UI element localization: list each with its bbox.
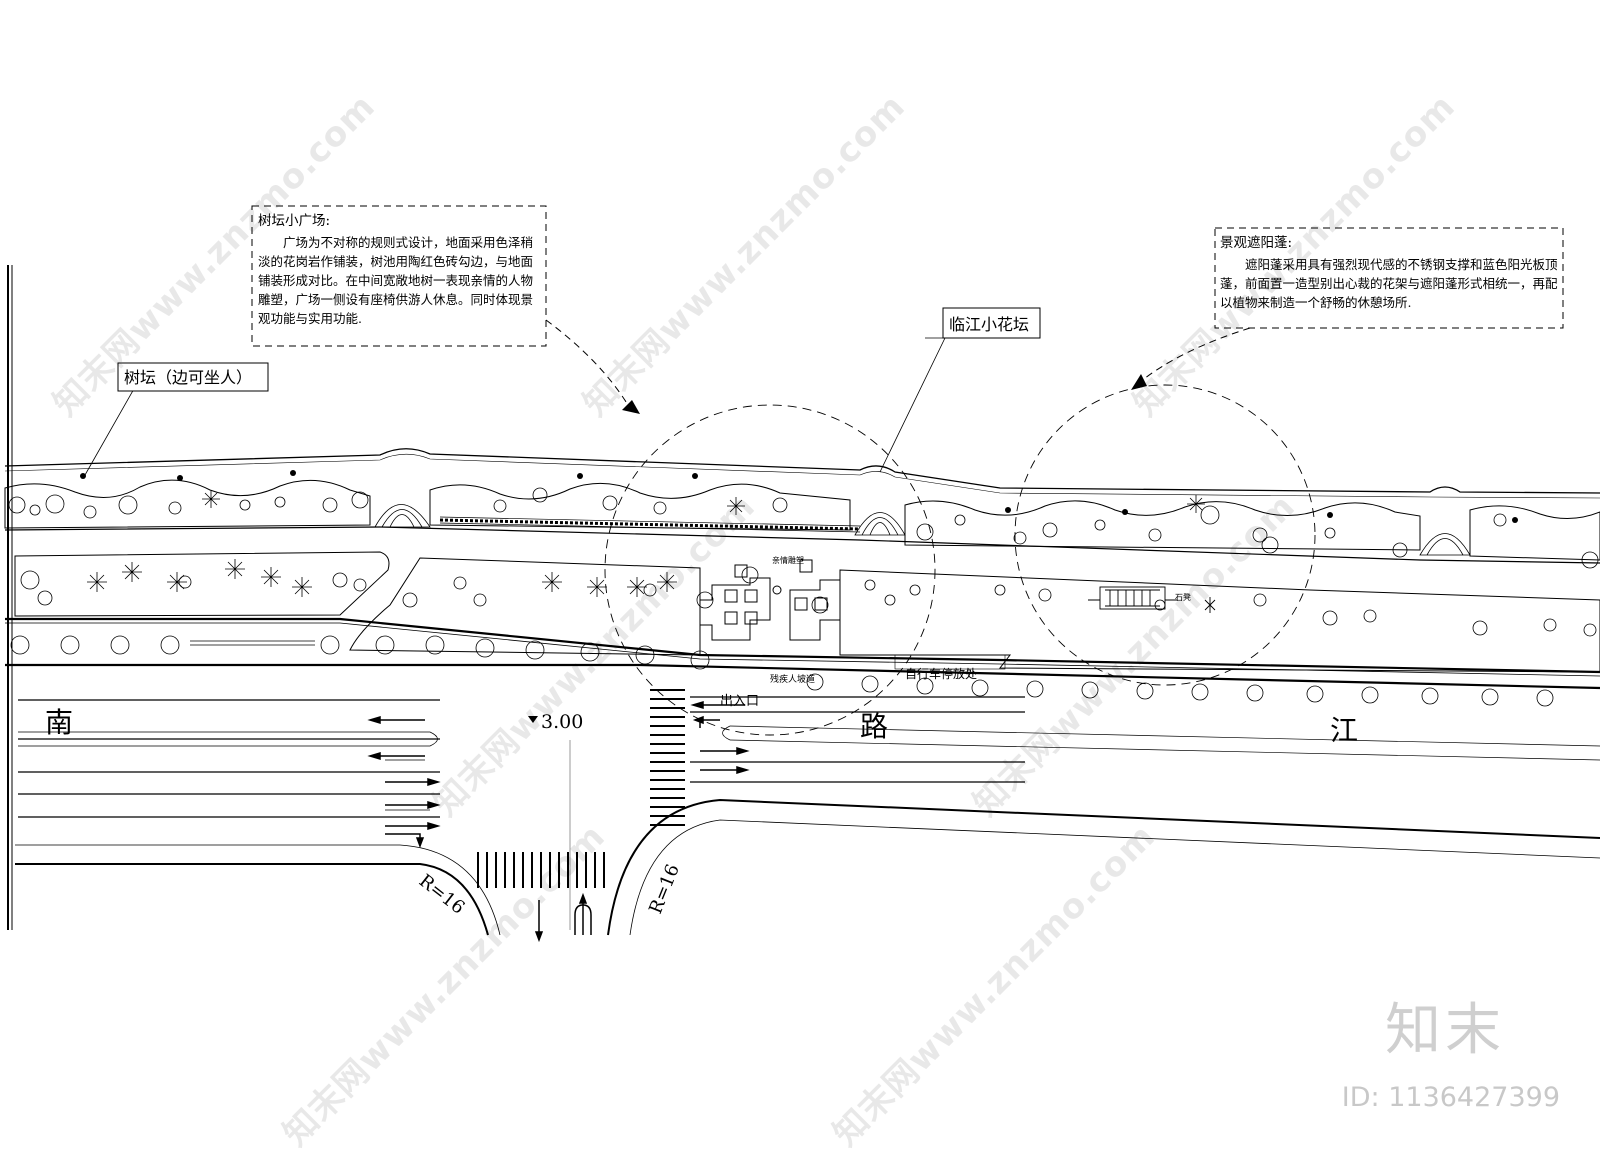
lane-arrows (367, 700, 750, 943)
planting-belt-lower-2 (349, 557, 701, 656)
elevation-triangle (528, 716, 538, 723)
plaza-note-title: 树坛小广场: (258, 213, 331, 229)
planting-belt-upper (4, 479, 371, 529)
site-plan-drawing: 树坛（边可坐人） 临江小花坛 亲情雕塑 自行车停放处 残疾人坡道 出入口 石凳 … (4, 205, 1600, 943)
resource-id: ID: 1136427399 (1341, 1082, 1560, 1113)
entrance-label: 出入口 (720, 694, 759, 709)
canopy-note-title: 景观遮阳蓬: (1220, 235, 1293, 251)
road-boundary (15, 798, 1600, 936)
sculpture-label: 亲情雕塑 (772, 555, 804, 565)
plaza-tree-squares (699, 559, 841, 641)
bike-parking-label: 自行车停放处 (905, 666, 977, 681)
planting-belt-upper-4 (1469, 505, 1600, 561)
planting-belt-lower (14, 551, 390, 617)
canopy-note-body: 遮阳蓬采用具有强烈现代感的不锈钢支撑和蓝色阳光板顶蓬，前面置一造型别出心裁的花架… (1220, 257, 1558, 310)
seat-label: 石凳 (1175, 592, 1191, 602)
plaza-note: 树坛小广场: 广场为不对称的规则式设计，地面采用色泽稍淡的花岗岩作铺装，树池用陶… (258, 212, 541, 328)
left-boundary (7, 265, 13, 930)
crosswalk (650, 689, 685, 826)
road-name-char-1: 南 (45, 706, 73, 739)
tree-bed-callout: 树坛（边可坐人） (124, 368, 252, 387)
riverside-edge-inner (4, 453, 1600, 499)
road-name-char-3: 江 (1330, 714, 1358, 747)
arrow-head-canopy (1131, 374, 1147, 390)
promenade-edge (4, 526, 1600, 564)
elevation-value: 3.00 (541, 711, 583, 733)
trees (8, 487, 1599, 637)
plaza-note-body: 广场为不对称的规则式设计，地面采用色泽稍淡的花岗岩作铺装，树池用陶红色砖勾边，与… (258, 235, 534, 326)
planting-belt-upper-2 (429, 482, 851, 531)
flower-bed-label-box (942, 307, 1041, 339)
road-name-char-2: 路 (860, 710, 888, 743)
tree-bed-label-box (117, 362, 269, 392)
planting-belt-upper-3 (904, 500, 1421, 551)
shrubs-dark (80, 470, 1518, 523)
canopy-note: 景观遮阳蓬: 遮阳蓬采用具有强烈现代感的不锈钢支撑和蓝色阳光板顶蓬，前面置一造型… (1220, 234, 1558, 312)
leader-lines (84, 337, 960, 476)
palm-trees (87, 490, 1205, 597)
curb-radius-left: R=16 (415, 870, 469, 918)
shade-canopy (1088, 586, 1216, 613)
crosswalk-side (477, 852, 605, 888)
brand-logo: 知末 (1385, 998, 1505, 1063)
bike-parking-area (894, 654, 1006, 670)
curb-radius-right: R=16 (645, 861, 684, 917)
flower-bed-callout: 临江小花坛 (949, 315, 1029, 334)
note-boxes (251, 205, 1564, 406)
street-trees (10, 635, 1554, 707)
arrow-head-plaza (622, 400, 640, 414)
riverside-edge (4, 448, 1600, 494)
hatched-paving-strip (439, 516, 861, 533)
detail-circles (604, 384, 1316, 736)
road-lanes (18, 696, 1600, 930)
fan-steps (374, 504, 1471, 556)
ramp-label: 残疾人坡道 (770, 673, 815, 685)
sidewalk (5, 617, 1600, 690)
